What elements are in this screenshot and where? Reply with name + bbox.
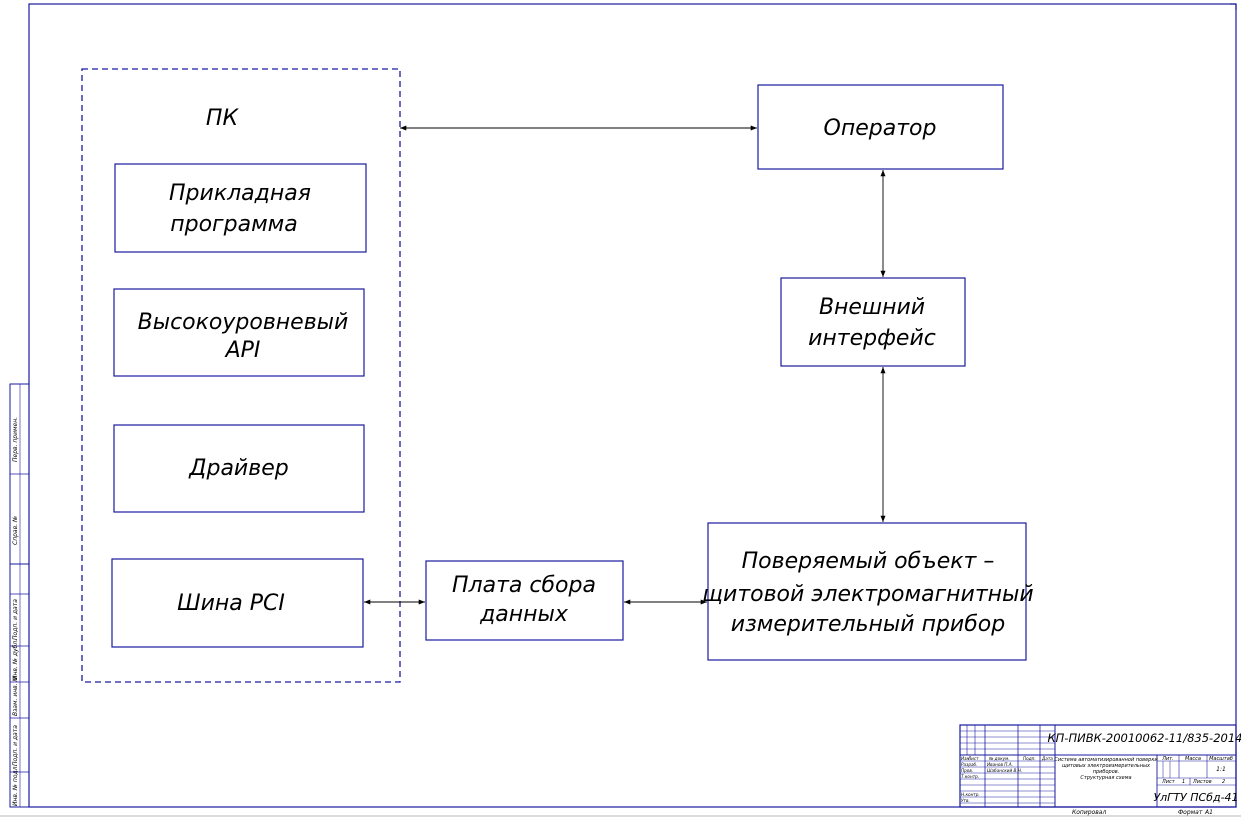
scale-label: Масштаб (1209, 756, 1233, 762)
pci-bus-label: Шина PCI (177, 591, 285, 616)
col-list: Лист (967, 756, 979, 761)
organization: УлГТУ ПСбд-41 (1153, 791, 1238, 804)
row-utv: Утв. (961, 798, 970, 803)
stamp-podp-data-2: Подп. и дата (12, 725, 19, 766)
copied-label: Копировал (1072, 809, 1106, 816)
verified-object-line3: измерительный прибор (731, 612, 1005, 637)
row-razrab: Разраб. (961, 762, 977, 767)
high-level-api-line2: API (224, 338, 261, 363)
high-level-api-block (113, 288, 365, 377)
sheets-label: Листов (1192, 779, 1212, 785)
pc-group-boundary (81, 68, 401, 683)
stamp-vzam-inv: Взам. инв. № (12, 675, 19, 716)
stamp-sprav-num: Справ. № (12, 516, 19, 545)
stamp-podp-data-1: Подп. и дата (12, 599, 19, 640)
document-code: КП-ПИВК-20010062-11/835-2014 (1048, 731, 1241, 745)
col-data: Дата (1041, 756, 1053, 761)
verified-object-line1: Поверяемый объект – (742, 549, 995, 574)
desc-line3: приборов. (1093, 769, 1120, 775)
data-acquisition-board-line2: данных (479, 602, 569, 627)
application-program-block (114, 163, 367, 253)
scale-value: 1:1 (1216, 766, 1226, 773)
format-value: А1 (1204, 809, 1213, 816)
verified-object-block (707, 522, 1027, 661)
col-doc: № докум. (988, 756, 1010, 761)
pci-bus-block (111, 558, 364, 648)
verified-object-line2: щитовой электромагнитный (702, 582, 1033, 607)
stamp-inv-podl: Инв. № подл. (12, 765, 19, 806)
pc-label: ПК (206, 106, 240, 131)
external-interface-block (780, 277, 966, 367)
row-tkontr: Т.контр. (961, 774, 979, 779)
stamp-inv-dubl: Инв. № дубл. (12, 639, 19, 680)
external-interface-line1: Внешний (819, 295, 925, 320)
lit-label: Лит. (1161, 756, 1174, 762)
col-izm: Изм. (961, 756, 971, 761)
application-program-line2: программа (170, 212, 298, 237)
operator-label: Оператор (824, 116, 937, 141)
col-podp: Подп. (1023, 756, 1036, 761)
driver-label: Драйвер (188, 456, 288, 481)
format-label: Формат (1178, 809, 1203, 816)
application-program-line1: Прикладная (169, 181, 311, 206)
desc-line4: Структурная схема (1080, 775, 1131, 781)
sheets-value: 2 (1222, 779, 1225, 785)
desc-line2: щитовых электроизмерительных (1062, 763, 1150, 769)
desc-line1: Система автоматизированной поверки (1054, 757, 1158, 763)
stamp-perv-primen: Перв. примен. (12, 417, 19, 462)
sheet-label: Лист (1161, 779, 1176, 785)
data-acquisition-board-block (425, 560, 624, 641)
operator-block (757, 84, 1004, 170)
driver-block (113, 424, 365, 513)
razrab-name: Иванов П.А. (987, 762, 1013, 767)
side-stamp: Перв. примен. Справ. № Подп. и дата Инв.… (9, 383, 30, 808)
title-block: КП-ПИВК-20010062-11/835-2014 Изм. Лист №… (959, 724, 1241, 816)
data-acquisition-board-line1: Плата сбора (452, 573, 596, 598)
row-nkontr: Н.контр. (961, 792, 980, 797)
high-level-api-line1: Высокоуровневый (138, 310, 349, 335)
external-interface-line2: интерфейс (808, 326, 936, 351)
sheet-value: 1 (1182, 779, 1185, 785)
mass-label: Масса (1185, 756, 1201, 762)
prov-name: Шабанский В.Н. (987, 768, 1022, 773)
row-prov: Пров. (961, 768, 973, 773)
